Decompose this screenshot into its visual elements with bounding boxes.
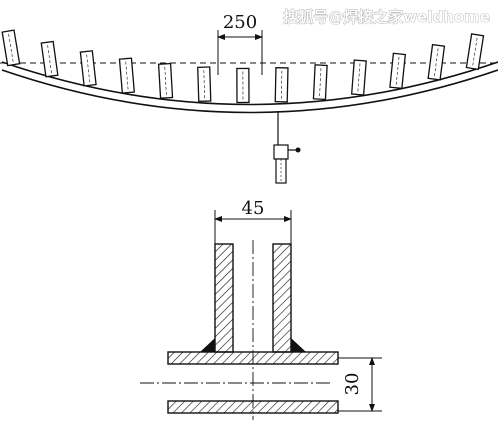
tube <box>389 52 407 90</box>
width-label: 45 <box>242 198 265 219</box>
right-wall <box>272 243 292 353</box>
spacing-dimension: 250 <box>217 12 263 75</box>
section-view: 45 30 <box>140 198 382 420</box>
tube <box>197 66 212 103</box>
tube <box>274 67 289 103</box>
tube <box>79 50 97 87</box>
tube <box>236 67 250 104</box>
tube <box>118 57 136 94</box>
spacing-label: 250 <box>223 12 257 33</box>
gap-label: 30 <box>342 373 363 396</box>
tube-row <box>1 29 485 104</box>
tube <box>312 64 328 101</box>
tube <box>40 40 59 78</box>
left-weld <box>200 338 215 352</box>
gap-dimension: 30 <box>338 357 382 412</box>
tube <box>1 29 21 67</box>
curved-plate-outer <box>1 69 498 114</box>
right-weld <box>291 338 306 352</box>
tube <box>427 43 446 81</box>
width-dimension: 45 <box>214 198 292 244</box>
curved-plate-inner <box>1 61 498 106</box>
tube <box>157 62 174 99</box>
watermark-text: 搜狐号@焊接之家weldhome <box>283 8 490 26</box>
left-wall <box>214 243 234 353</box>
tube <box>465 33 485 71</box>
tube <box>350 59 367 96</box>
torch-icon <box>273 112 301 184</box>
top-view: 250 <box>0 12 498 184</box>
